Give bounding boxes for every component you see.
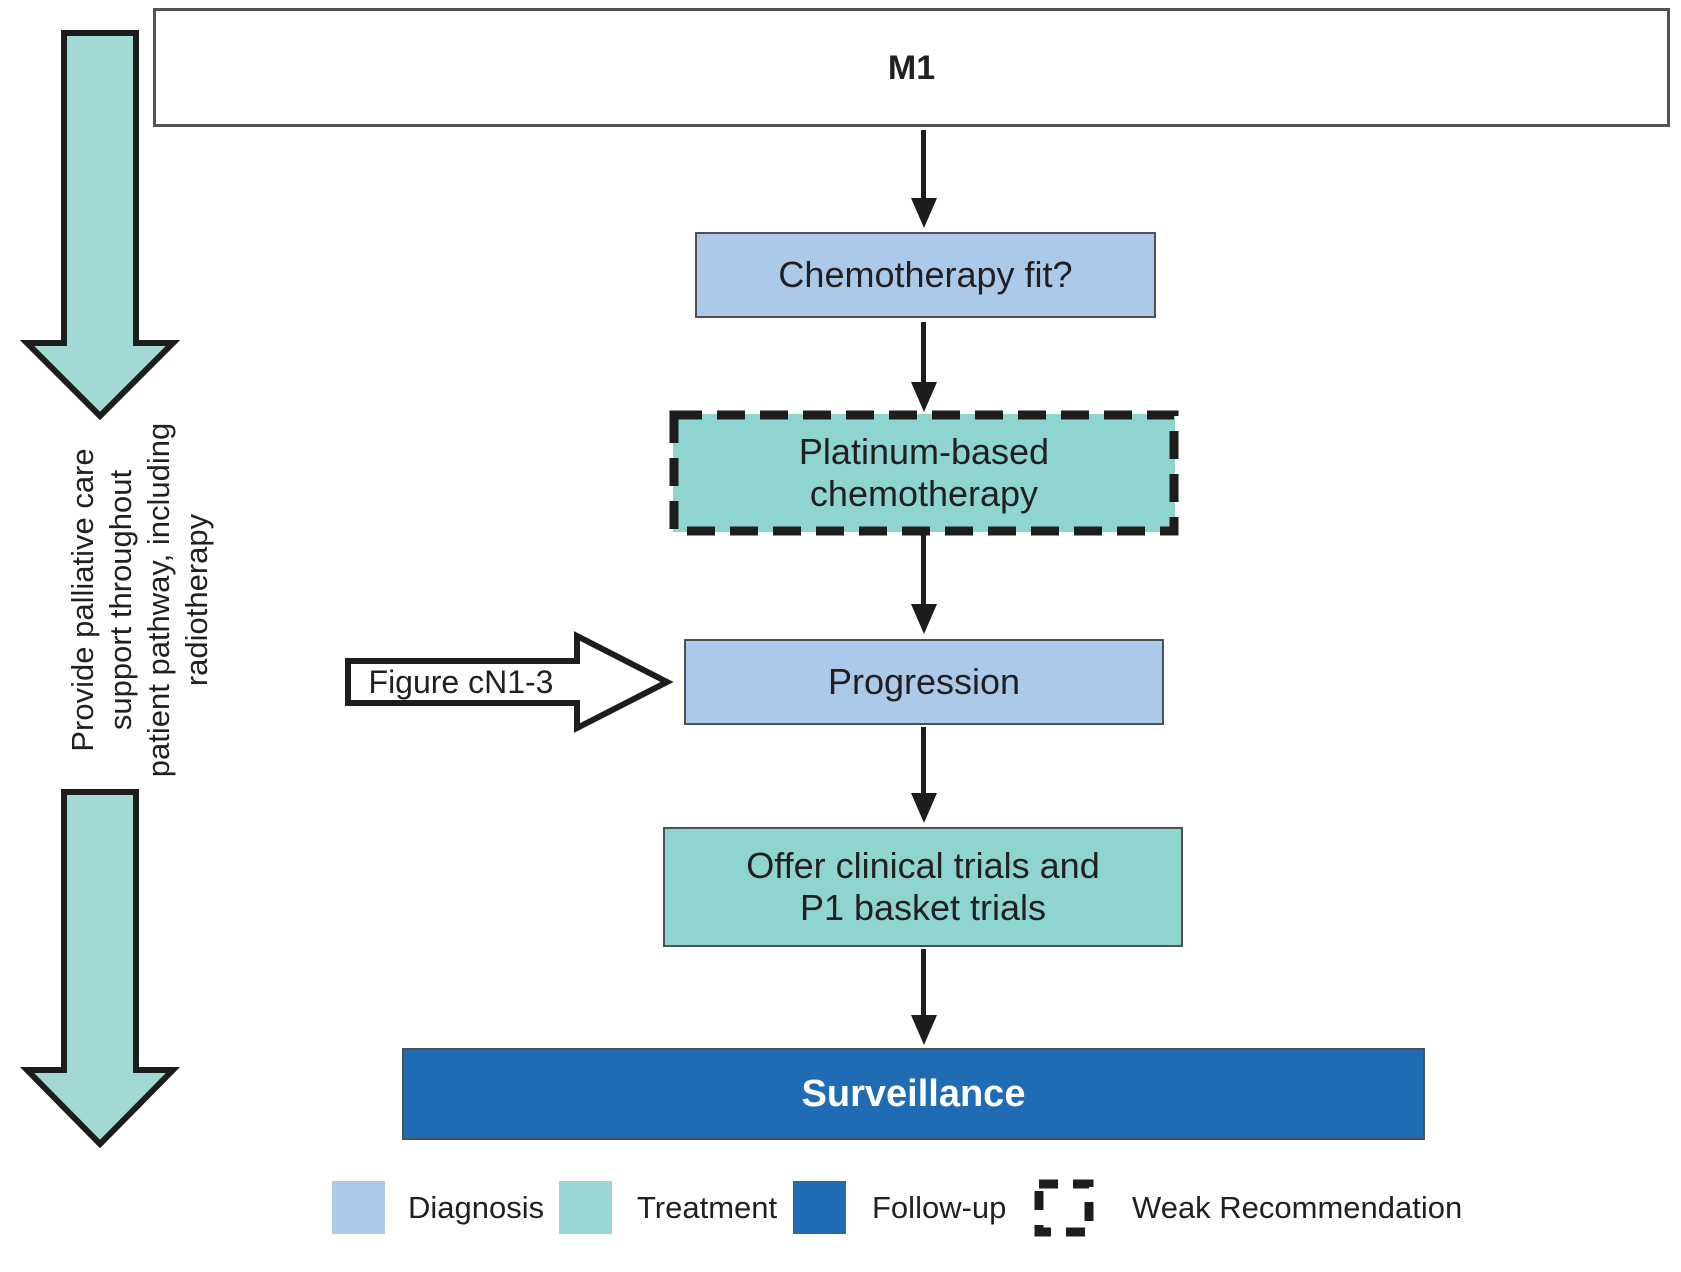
palliative-care-note: Provide palliative care support througho… bbox=[40, 420, 240, 780]
legend-item-followup: Follow-up bbox=[793, 1170, 1006, 1245]
connector-arrow-m1-to-chemofit bbox=[921, 130, 926, 198]
clinical-trials-box: Offer clinical trials and P1 basket tria… bbox=[663, 827, 1183, 947]
down-arrow-shape bbox=[20, 789, 180, 1149]
palliative-care-arrow-top bbox=[20, 30, 180, 421]
down-arrow-shape bbox=[20, 30, 180, 421]
platinum-chemotherapy-box: Platinum-based chemotherapy bbox=[669, 410, 1179, 536]
connector-arrow-progression-to-trials bbox=[921, 727, 926, 793]
figure-cn13-callout-arrow bbox=[345, 631, 674, 733]
followup-color-swatch bbox=[793, 1181, 846, 1234]
palliative-care-note-text: Provide palliative care support througho… bbox=[65, 422, 214, 778]
m1-stage-label: M1 bbox=[887, 48, 936, 87]
figure-cn13-label-wrap: Figure cN1-3 bbox=[352, 660, 570, 704]
weak-recommendation-dashed-icon bbox=[1034, 1179, 1094, 1236]
legend-label-weak-recommendation: Weak Recommendation bbox=[1132, 1189, 1463, 1225]
surveillance-box: Surveillance bbox=[402, 1048, 1425, 1140]
legend-item-diagnosis: Diagnosis bbox=[332, 1170, 544, 1245]
connector-arrow-platinum-to-progression bbox=[921, 534, 926, 604]
weak-recommendation-dashed-border bbox=[669, 410, 1179, 536]
legend-label-treatment: Treatment bbox=[637, 1189, 778, 1225]
surveillance-label: Surveillance bbox=[801, 1073, 1026, 1115]
legend-label-diagnosis: Diagnosis bbox=[408, 1189, 545, 1225]
progression-label: Progression bbox=[827, 661, 1021, 702]
progression-box: Progression bbox=[684, 639, 1164, 725]
chemotherapy-fit-box: Chemotherapy fit? bbox=[695, 232, 1156, 318]
m1-stage-box: M1 bbox=[153, 8, 1670, 127]
clinical-trials-label: Offer clinical trials and P1 basket tria… bbox=[746, 845, 1100, 928]
chemotherapy-fit-label: Chemotherapy fit? bbox=[778, 254, 1073, 295]
diagnosis-color-swatch bbox=[332, 1181, 385, 1234]
connector-arrow-chemofit-to-platinum bbox=[921, 322, 926, 382]
legend-item-treatment: Treatment bbox=[559, 1170, 777, 1245]
legend-item-weak-recommendation: Weak Recommendation bbox=[1033, 1170, 1462, 1245]
platinum-chemotherapy-label: Platinum-based chemotherapy bbox=[798, 431, 1050, 514]
right-arrow-shape bbox=[345, 631, 674, 733]
figure-cn13-label: Figure cN1-3 bbox=[368, 663, 554, 700]
palliative-care-arrow-bottom bbox=[20, 789, 180, 1149]
connector-arrow-trials-to-surveillance bbox=[921, 949, 926, 1015]
legend-label-followup: Follow-up bbox=[872, 1189, 1007, 1225]
treatment-color-swatch bbox=[559, 1181, 612, 1234]
